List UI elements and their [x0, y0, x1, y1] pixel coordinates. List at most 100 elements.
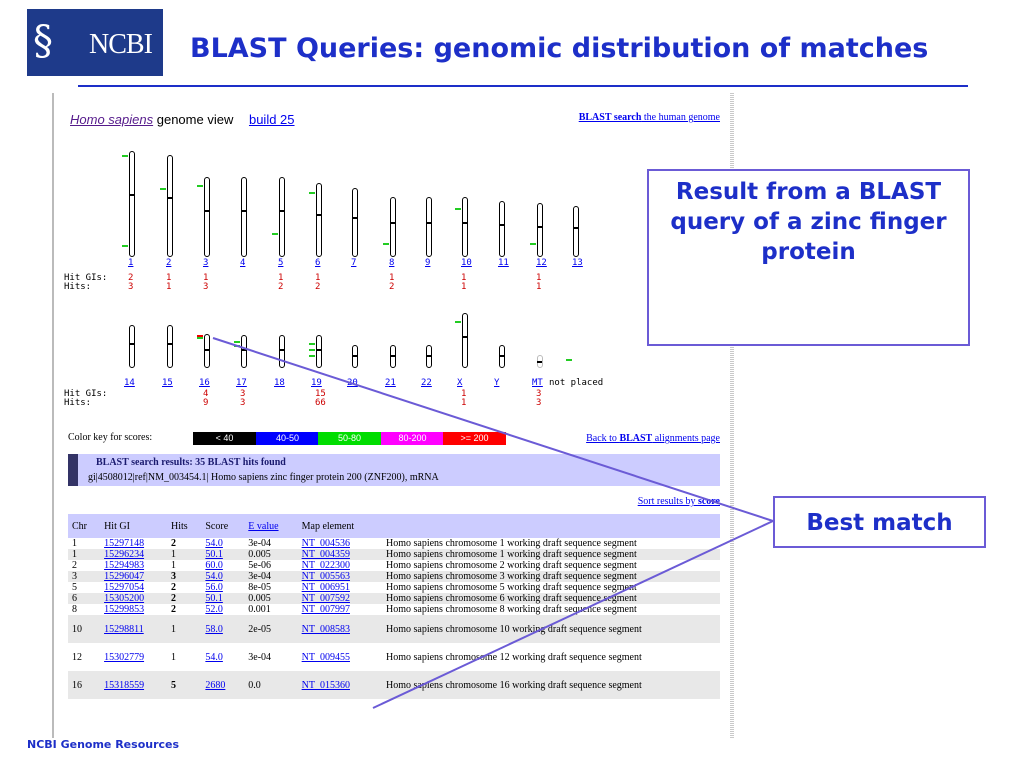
hit-gi-link[interactable]: 15294983 — [104, 560, 145, 571]
blast-search-link[interactable]: BLAST search the human genome — [579, 112, 720, 123]
map-element-link[interactable]: NT_004359 — [301, 549, 350, 560]
score-link[interactable]: 2680 — [205, 679, 226, 691]
hit-gi-link[interactable]: 15299853 — [104, 604, 145, 615]
hit-gi-link[interactable]: 15318559 — [104, 679, 145, 691]
chromosome-ideogram[interactable] — [499, 201, 505, 257]
species-link[interactable]: Homo sapiens — [70, 112, 154, 127]
score-link[interactable]: 58.0 — [205, 623, 223, 635]
chromosome-ideogram[interactable] — [573, 206, 579, 257]
chromosome-ideogram[interactable] — [462, 313, 468, 368]
chromosome-ideogram[interactable] — [352, 345, 358, 368]
chromosome-ideogram[interactable] — [279, 335, 285, 368]
build-link[interactable]: build 25 — [248, 112, 295, 127]
map-element-link[interactable]: NT_004536 — [301, 538, 350, 549]
hit-gi-cell: 15297054 — [100, 582, 167, 593]
chromosome-link[interactable]: 3 — [203, 258, 209, 268]
hit-gi-link[interactable]: 15305200 — [104, 593, 145, 604]
chromosome-ideogram[interactable] — [390, 345, 396, 368]
hit-gi-link[interactable]: 15296234 — [104, 549, 145, 560]
chromosome-ideogram[interactable] — [390, 197, 396, 257]
centromere — [279, 210, 284, 212]
score-link[interactable]: 50.1 — [205, 549, 223, 560]
chromosome-link[interactable]: 16 — [199, 378, 210, 388]
score-link[interactable]: 56.0 — [205, 582, 223, 593]
chromosome-link[interactable]: 5 — [278, 258, 284, 268]
centromere — [499, 355, 504, 357]
chromosome-link[interactable]: 6 — [315, 258, 321, 268]
chromosome-link[interactable]: 10 — [461, 258, 472, 268]
map-element-link[interactable]: NT_006951 — [301, 582, 350, 593]
chromosome-link[interactable]: 11 — [498, 258, 509, 268]
chromosome-link[interactable]: 13 — [572, 258, 583, 268]
chromosome-ideogram[interactable] — [426, 345, 432, 368]
hit-gi-link[interactable]: 15297054 — [104, 582, 145, 593]
column-header — [382, 514, 720, 538]
chromosome-link[interactable]: 15 — [162, 378, 173, 388]
map-element-cell: NT_007997 — [298, 604, 382, 615]
score-link[interactable]: 50.1 — [205, 593, 223, 604]
chromosome-ideogram[interactable] — [241, 335, 247, 368]
score-link[interactable]: 54.0 — [205, 538, 223, 549]
map-element-cell: NT_009455 — [298, 643, 382, 671]
hit-gi-link[interactable]: 15297148 — [104, 538, 145, 549]
map-element-link[interactable]: NT_009455 — [301, 651, 350, 663]
map-element-link[interactable]: NT_008583 — [301, 623, 350, 635]
row2-hitgis-value: 4 — [203, 389, 209, 399]
evalue-cell: 0.001 — [248, 604, 271, 615]
score-link[interactable]: 54.0 — [205, 651, 223, 663]
chromosome-ideogram[interactable] — [537, 355, 543, 368]
chromosome-ideogram[interactable] — [204, 334, 210, 368]
chromosome-link[interactable]: 8 — [389, 258, 395, 268]
chromosome-ideogram[interactable] — [499, 345, 505, 368]
map-element-link[interactable]: NT_015360 — [301, 679, 350, 691]
chromosome-ideogram[interactable] — [352, 188, 358, 257]
chromosome-link[interactable]: 19 — [311, 378, 322, 388]
evalue-cell: 5e-06 — [244, 560, 297, 571]
chromosome-link[interactable]: Y — [494, 378, 500, 388]
sort-by-score-link[interactable]: Sort results by score — [638, 496, 720, 507]
column-header[interactable]: E value — [244, 514, 298, 538]
map-element-link[interactable]: NT_007997 — [301, 604, 350, 615]
chromosome-ideogram[interactable] — [167, 325, 173, 368]
chromosome-link[interactable]: 4 — [240, 258, 246, 268]
chromosome-ideogram[interactable] — [462, 197, 468, 257]
score-link[interactable]: 52.0 — [205, 604, 223, 615]
hit-gi-link[interactable]: 15302779 — [104, 651, 145, 663]
row1-hitgis-value: 2 — [128, 273, 134, 283]
chromosome-ideogram[interactable] — [241, 177, 247, 257]
score-link[interactable]: 54.0 — [205, 571, 223, 582]
chromosome-link[interactable]: X — [457, 378, 463, 388]
chromosome-ideogram[interactable] — [537, 203, 543, 257]
hit-marker — [455, 208, 461, 210]
centromere — [426, 222, 431, 224]
chromosome-link[interactable]: 14 — [124, 378, 135, 388]
chromosome-ideogram[interactable] — [316, 183, 322, 257]
hit-gi-link[interactable]: 15296047 — [104, 571, 145, 582]
chromosome-ideogram[interactable] — [316, 335, 322, 368]
column-header-label: Map element — [301, 520, 355, 532]
chromosome-link[interactable]: 22 — [421, 378, 432, 388]
chromosome-link[interactable]: 20 — [347, 378, 358, 388]
hit-gi-link[interactable]: 15298811 — [104, 623, 144, 635]
chromosome-link[interactable]: 18 — [274, 378, 285, 388]
chromosome-link[interactable]: 12 — [536, 258, 547, 268]
chromosome-ideogram[interactable] — [426, 197, 432, 257]
score-link[interactable]: 60.0 — [205, 560, 223, 571]
chromosome-link[interactable]: 1 — [128, 258, 134, 268]
chromosome-link[interactable]: 7 — [351, 258, 357, 268]
chromosome-ideogram[interactable] — [279, 177, 285, 257]
map-element-link[interactable]: NT_007592 — [301, 593, 350, 604]
chromosome-link[interactable]: 2 — [166, 258, 172, 268]
chromosome-link[interactable]: 17 — [236, 378, 247, 388]
chromosome-link[interactable]: 9 — [425, 258, 431, 268]
map-element-link[interactable]: NT_005563 — [301, 571, 350, 582]
chromosome-ideogram[interactable] — [167, 155, 173, 257]
chromosome-ideogram[interactable] — [129, 151, 135, 257]
chromosome-ideogram[interactable] — [204, 177, 210, 257]
back-to-blast-link[interactable]: Back to BLAST alignments page — [586, 433, 720, 444]
chromosome-link[interactable]: 21 — [385, 378, 396, 388]
centromere — [316, 349, 321, 351]
map-element-link[interactable]: NT_022300 — [301, 560, 350, 571]
chromosome-ideogram[interactable] — [129, 325, 135, 368]
chromosome-link[interactable]: MT — [532, 378, 543, 388]
